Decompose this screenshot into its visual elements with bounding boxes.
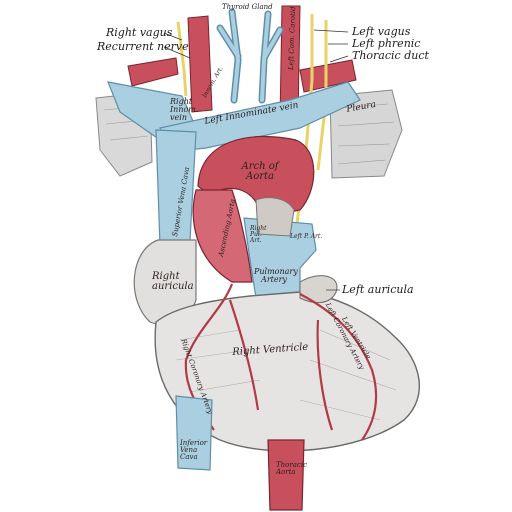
label-left-auricula: Left auricula bbox=[342, 283, 414, 296]
pulmonary-branch bbox=[255, 197, 295, 237]
label-left-pul-art: Left P. Art. bbox=[290, 233, 323, 240]
label-right-pul-art: Right Pul. Art. bbox=[250, 225, 267, 244]
label-left-vagus: Left vagus bbox=[352, 25, 411, 38]
label-arch-of-aorta: Arch of Aorta bbox=[241, 161, 279, 182]
label-pulmonary-artery: Pulmonary Artery bbox=[254, 267, 298, 284]
label-thoracic-duct: Thoracic duct bbox=[352, 49, 429, 62]
label-thyroid-gland: Thyroid Gland bbox=[222, 3, 273, 11]
left-coronary-artery bbox=[299, 293, 378, 441]
label-inferior-vena-cava: Inferior Vena Cava bbox=[180, 439, 208, 461]
left-auricula-shape bbox=[299, 275, 338, 303]
label-right-vagus: Right vagus bbox=[106, 26, 173, 39]
subclavian-left bbox=[299, 59, 357, 93]
subclavian-right bbox=[127, 57, 179, 87]
label-thoracic-aorta: Thoracic Aorta bbox=[276, 461, 307, 476]
ascending-aorta bbox=[192, 189, 253, 283]
pleura-left bbox=[329, 89, 403, 179]
inferior-vena-cava bbox=[175, 395, 213, 471]
label-right-innom-vein: Right Innom. vein bbox=[170, 97, 199, 122]
right-vagus-nerve bbox=[176, 21, 188, 97]
right-carotid bbox=[187, 15, 213, 113]
label-right-auricula: Right auricula bbox=[152, 271, 194, 292]
label-left-phrenic: Left phrenic bbox=[352, 37, 421, 50]
thoracic-aorta bbox=[267, 439, 305, 511]
label-recurrent-nerve: Recurrent nerve bbox=[97, 40, 189, 53]
arch-of-aorta bbox=[197, 135, 315, 219]
